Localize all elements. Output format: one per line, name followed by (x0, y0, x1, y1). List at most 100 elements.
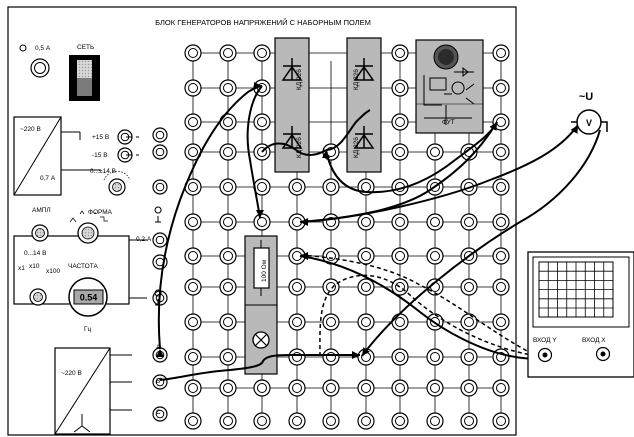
socket-inner (188, 282, 198, 292)
socket-inner (361, 416, 371, 426)
dc-supply-voltage: ~220 В (20, 126, 41, 133)
socket-inner (223, 117, 233, 127)
output-socket-inner (155, 130, 165, 140)
resistor-label: 100 Ом (261, 259, 268, 282)
wire-arrowhead (362, 347, 370, 356)
socket-inner (395, 352, 405, 362)
output-socket-inner (155, 409, 165, 419)
socket-inner (395, 83, 405, 93)
socket-inner (496, 282, 506, 292)
fuse-label: 0,5 А (35, 45, 51, 52)
socket-inner (496, 251, 506, 261)
optocoupler-schematic-icon (423, 66, 475, 125)
wire-phase-b[interactable] (159, 354, 360, 381)
mult-x10: x10 (29, 263, 40, 270)
socket-inner (361, 317, 371, 327)
wire-arrowhead (489, 122, 497, 131)
socket-inner (326, 182, 336, 192)
wire-bridge-to-module[interactable] (325, 121, 498, 194)
wire-arrowhead (300, 218, 308, 226)
output-socket-inner (155, 147, 165, 157)
socket-inner (430, 217, 440, 227)
socket-inner (430, 251, 440, 261)
socket-inner (223, 416, 233, 426)
socket-inner (496, 217, 506, 227)
socket-inner (223, 217, 233, 227)
wire-arrowhead (570, 125, 578, 134)
socket-inner (188, 251, 198, 261)
wire-voltmeter-to-grid[interactable] (361, 129, 601, 357)
socket-inner (464, 217, 474, 227)
socket-inner (188, 117, 198, 127)
phase-a-label: А (156, 344, 161, 351)
socket-inner (223, 83, 233, 93)
socket-inner (395, 117, 405, 127)
socket-inner (223, 383, 233, 393)
wire-arrowhead (156, 349, 164, 357)
wire-arrowhead (322, 150, 330, 158)
dashed-wire-connections (300, 254, 544, 358)
wire-diode-bridge[interactable] (261, 142, 327, 156)
socket-inner (188, 83, 198, 93)
socket-inner (395, 217, 405, 227)
socket-inner (188, 182, 198, 192)
socket-inner (257, 416, 267, 426)
wire-connections (157, 85, 601, 381)
star-connection-icon (73, 414, 91, 433)
socket-inner (257, 217, 267, 227)
diode-4-label: КД 226 (353, 137, 360, 158)
wire-arrowhead (352, 351, 360, 359)
amp-range-label: 0...14 В (24, 250, 46, 257)
socket-inner (361, 383, 371, 393)
ground-icon (154, 206, 162, 223)
three-phase-voltage: ~220 В (61, 370, 82, 377)
socket-inner (223, 282, 233, 292)
socket-inner (430, 416, 440, 426)
socket-inner (188, 217, 198, 227)
wire-bridge-to-right-diode[interactable] (325, 109, 371, 151)
wire-grid-to-voltmeter[interactable] (300, 124, 579, 223)
wire-grid-to-scope-y[interactable] (299, 255, 541, 360)
socket-inner (430, 352, 440, 362)
socket-inner (326, 282, 336, 292)
socket-inner (292, 317, 302, 327)
wire-diode-to-grid[interactable] (246, 85, 263, 219)
socket-inner (395, 147, 405, 157)
diode-3-label: КД 226 (353, 69, 360, 90)
socket-inner (292, 282, 302, 292)
socket-inner (326, 317, 336, 327)
amp-label: АМПЛ (32, 207, 51, 214)
mult-x100: x100 (46, 268, 60, 275)
three-phase-block (54, 347, 111, 435)
socket-inner (292, 416, 302, 426)
socket-inner (464, 383, 474, 393)
dc-supply-current: 0,7 А (40, 175, 56, 182)
diode-3-icon: КД 226 (353, 58, 375, 90)
diode-2-label: КД 226 (296, 137, 303, 158)
socket-inner (257, 117, 267, 127)
socket-inner (464, 416, 474, 426)
socket-inner (361, 282, 371, 292)
dc-supply-block (13, 116, 62, 196)
socket-inner (223, 251, 233, 261)
socket-inner (496, 182, 506, 192)
voltmeter[interactable]: V ~U (571, 91, 608, 135)
socket-inner (430, 383, 440, 393)
socket-inner (223, 48, 233, 58)
mains-switch-rocker[interactable] (77, 60, 92, 78)
socket-inner (257, 48, 267, 58)
socket-inner (395, 416, 405, 426)
socket-inner (395, 317, 405, 327)
socket-inner (430, 147, 440, 157)
diode-1-label: КД 226 (296, 69, 303, 90)
wire-generator-to-diode[interactable] (157, 85, 263, 350)
socket-inner (188, 416, 198, 426)
output-socket-inner (155, 182, 165, 192)
socket-inner (257, 182, 267, 192)
waveform-symbols-icon (69, 210, 108, 223)
socket-inner (496, 383, 506, 393)
socket-inner (188, 317, 198, 327)
socket-inner (326, 352, 336, 362)
wire-arrowhead (254, 82, 262, 90)
